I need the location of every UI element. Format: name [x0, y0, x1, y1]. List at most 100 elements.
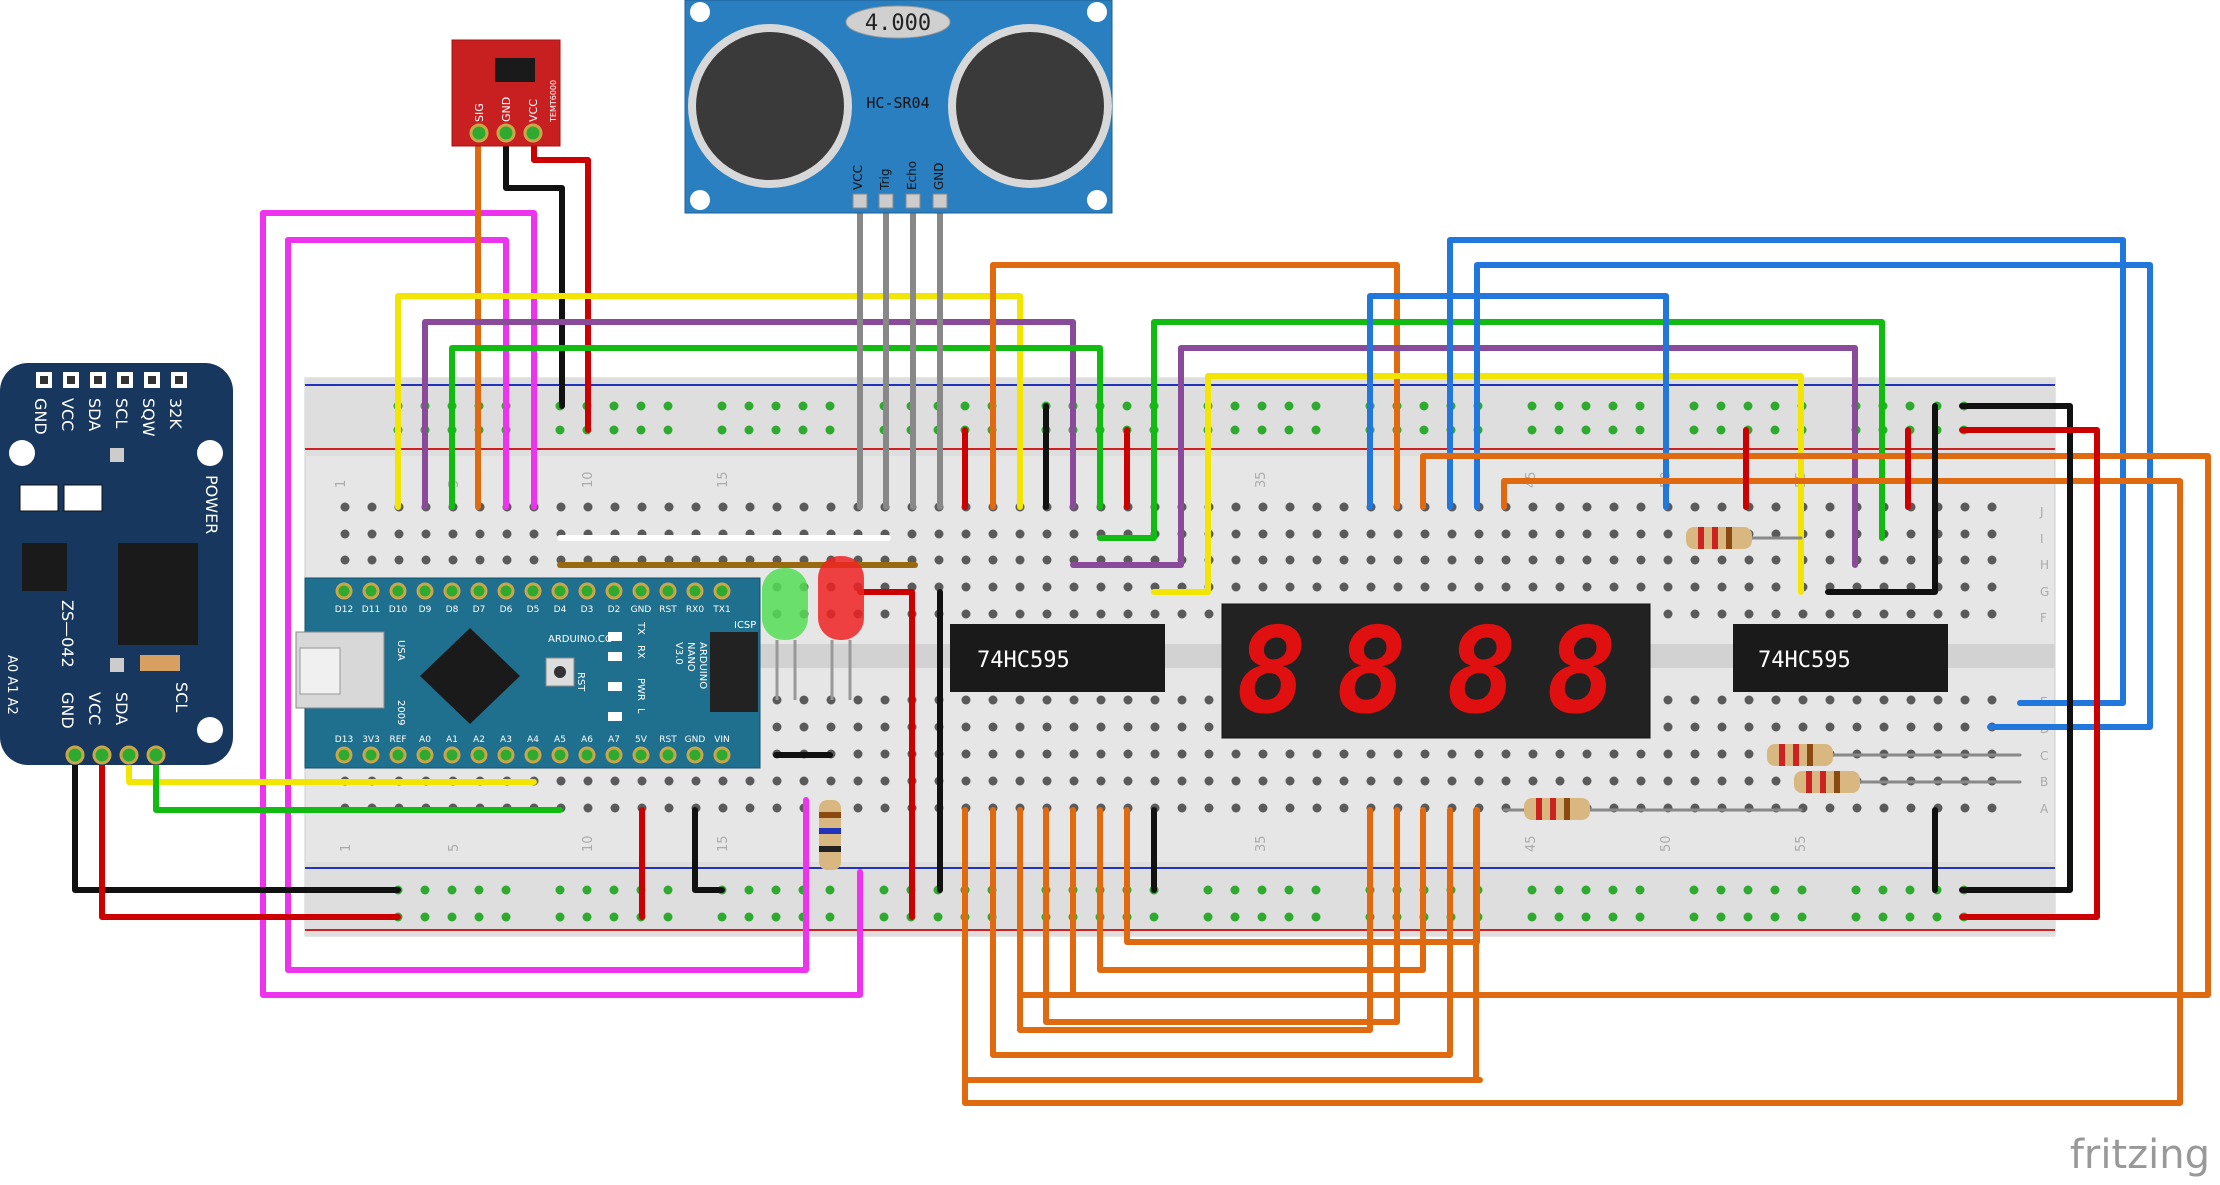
breadboard-hole[interactable] — [799, 695, 809, 705]
rail-hole[interactable] — [636, 425, 646, 435]
breadboard-hole[interactable] — [961, 776, 971, 786]
breadboard-hole[interactable] — [1231, 749, 1241, 759]
breadboard-hole[interactable] — [826, 776, 836, 786]
breadboard-hole[interactable] — [367, 502, 377, 512]
rail-hole[interactable] — [1554, 401, 1564, 411]
breadboard-hole[interactable] — [475, 529, 485, 539]
breadboard-hole[interactable] — [1150, 695, 1160, 705]
breadboard-hole[interactable] — [583, 502, 593, 512]
rail-hole[interactable] — [1905, 912, 1915, 922]
breadboard-hole[interactable] — [1609, 529, 1619, 539]
breadboard-hole[interactable] — [1204, 695, 1214, 705]
breadboard-hole[interactable] — [1096, 749, 1106, 759]
breadboard-hole[interactable] — [1798, 609, 1808, 619]
rail-hole[interactable] — [1581, 425, 1591, 435]
breadboard-hole[interactable] — [475, 555, 485, 565]
breadboard-hole[interactable] — [1582, 582, 1592, 592]
breadboard-hole[interactable] — [367, 555, 377, 565]
rail-hole[interactable] — [1581, 885, 1591, 895]
rail-hole[interactable] — [933, 912, 943, 922]
breadboard-hole[interactable] — [1258, 776, 1268, 786]
breadboard-hole[interactable] — [448, 555, 458, 565]
breadboard-hole[interactable] — [1312, 502, 1322, 512]
breadboard-hole[interactable] — [1123, 609, 1133, 619]
breadboard-hole[interactable] — [1744, 749, 1754, 759]
breadboard-hole[interactable] — [1582, 776, 1592, 786]
breadboard-hole[interactable] — [1042, 609, 1052, 619]
wire-black-low[interactable] — [692, 807, 725, 893]
breadboard-hole[interactable] — [1879, 609, 1889, 619]
breadboard-hole[interactable] — [799, 502, 809, 512]
nano-pin[interactable] — [713, 746, 731, 764]
rtc-pin[interactable] — [146, 745, 166, 765]
breadboard-hole[interactable] — [1258, 502, 1268, 512]
breadboard-hole[interactable] — [1609, 502, 1619, 512]
breadboard-hole[interactable] — [1528, 749, 1538, 759]
nano-pin[interactable] — [497, 746, 515, 764]
breadboard-hole[interactable] — [1825, 722, 1835, 732]
breadboard-hole[interactable] — [799, 776, 809, 786]
breadboard-hole[interactable] — [1123, 722, 1133, 732]
breadboard-hole[interactable] — [1177, 776, 1187, 786]
rail-hole[interactable] — [1689, 912, 1699, 922]
breadboard-hole[interactable] — [1636, 582, 1646, 592]
breadboard-hole[interactable] — [1366, 582, 1376, 592]
rail-hole[interactable] — [1284, 401, 1294, 411]
breadboard-hole[interactable] — [1420, 582, 1430, 592]
rail-hole[interactable] — [1203, 912, 1213, 922]
rail-hole[interactable] — [1419, 401, 1429, 411]
breadboard-hole[interactable] — [1339, 502, 1349, 512]
breadboard-hole[interactable] — [772, 803, 782, 813]
breadboard-hole[interactable] — [1123, 749, 1133, 759]
breadboard-hole[interactable] — [1420, 749, 1430, 759]
rail-hole[interactable] — [1122, 401, 1132, 411]
breadboard-hole[interactable] — [1501, 529, 1511, 539]
breadboard-hole[interactable] — [1015, 582, 1025, 592]
breadboard-hole[interactable] — [1744, 722, 1754, 732]
breadboard-hole[interactable] — [1825, 803, 1835, 813]
breadboard-hole[interactable] — [1150, 749, 1160, 759]
breadboard-hole[interactable] — [1960, 609, 1970, 619]
wire-black-rail-right[interactable] — [1959, 403, 2073, 893]
breadboard-hole[interactable] — [1285, 529, 1295, 539]
rail-hole[interactable] — [744, 401, 754, 411]
breadboard-hole[interactable] — [1582, 502, 1592, 512]
breadboard-hole[interactable] — [1906, 529, 1916, 539]
sensor-pin[interactable] — [878, 193, 894, 209]
rail-hole[interactable] — [1851, 912, 1861, 922]
breadboard-hole[interactable] — [1501, 555, 1511, 565]
breadboard-hole[interactable] — [1339, 776, 1349, 786]
breadboard-hole[interactable] — [1528, 555, 1538, 565]
breadboard-hole[interactable] — [1285, 502, 1295, 512]
rail-hole[interactable] — [1689, 401, 1699, 411]
breadboard-hole[interactable] — [1447, 582, 1457, 592]
breadboard-hole[interactable] — [1717, 695, 1727, 705]
breadboard-hole[interactable] — [961, 555, 971, 565]
breadboard-hole[interactable] — [1555, 776, 1565, 786]
rail-hole[interactable] — [825, 885, 835, 895]
breadboard-hole[interactable] — [529, 555, 539, 565]
breadboard-hole[interactable] — [1663, 529, 1673, 539]
breadboard-hole[interactable] — [1258, 749, 1268, 759]
breadboard-hole[interactable] — [583, 776, 593, 786]
breadboard-hole[interactable] — [340, 555, 350, 565]
breadboard-hole[interactable] — [853, 776, 863, 786]
breadboard-hole[interactable] — [1744, 695, 1754, 705]
breadboard-hole[interactable] — [1987, 695, 1997, 705]
nano-pin[interactable] — [632, 746, 650, 764]
led-green[interactable] — [762, 568, 808, 700]
breadboard-hole[interactable] — [1042, 582, 1052, 592]
breadboard-hole[interactable] — [745, 776, 755, 786]
breadboard-hole[interactable] — [1960, 555, 1970, 565]
nano-pin[interactable] — [470, 746, 488, 764]
rail-hole[interactable] — [1257, 912, 1267, 922]
rail-hole[interactable] — [1284, 912, 1294, 922]
rail-hole[interactable] — [1743, 885, 1753, 895]
breadboard-hole[interactable] — [1717, 776, 1727, 786]
breadboard-hole[interactable] — [1987, 803, 1997, 813]
rail-hole[interactable] — [744, 912, 754, 922]
breadboard-hole[interactable] — [1582, 529, 1592, 539]
wire-green-rtc-scl[interactable] — [153, 752, 563, 813]
rail-hole[interactable] — [501, 885, 511, 895]
breadboard-hole[interactable] — [367, 529, 377, 539]
